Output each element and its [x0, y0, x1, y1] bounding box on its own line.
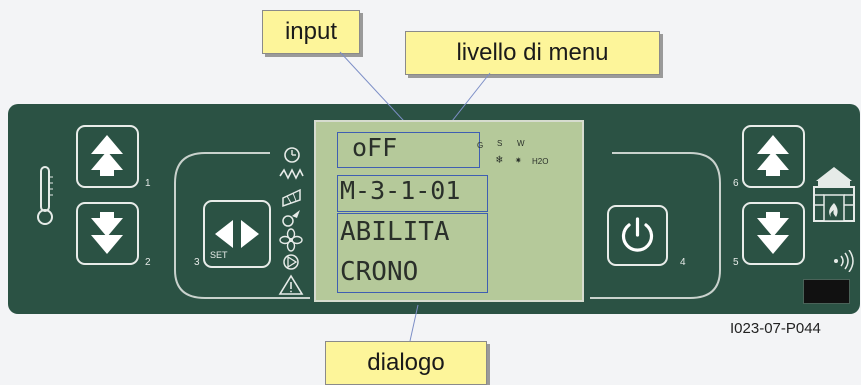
callout-input: input: [262, 10, 360, 54]
button-5-down[interactable]: [742, 202, 805, 265]
warning-icon: [278, 274, 304, 295]
double-down-arrow-icon: [757, 212, 789, 254]
lcd-display: oFF M-3-1-01 ABILITA CRONO G S W ❄ ✷ H2O: [314, 120, 584, 302]
indicator-g: G: [477, 141, 484, 150]
indicator-h2o: H2O: [532, 157, 549, 166]
lcd-line-dialog-2: CRONO: [340, 257, 419, 287]
button-1-number: 1: [145, 178, 151, 189]
dialog-box: [337, 213, 488, 293]
button-1-up[interactable]: [76, 125, 139, 188]
power-icon: [621, 217, 654, 252]
callout-input-text: input: [284, 18, 338, 45]
callout-menu-level: livello di menu: [405, 31, 660, 75]
lcd-line-menu: M-3-1-01: [340, 176, 461, 205]
button-4-number: 4: [680, 257, 686, 268]
snowflake-icon: ❄: [496, 153, 503, 166]
menu-level-box: [337, 175, 488, 212]
lcd-line-dialog-1: ABILITA: [340, 217, 450, 247]
figure-code: I023-07-P044: [730, 320, 821, 337]
double-up-arrow-icon: [91, 135, 123, 176]
igniter-icon: [282, 210, 300, 227]
button-6-number: 6: [733, 178, 739, 189]
button-5-number: 5: [733, 257, 739, 268]
fan-icon: [279, 228, 303, 252]
button-3-set[interactable]: SET: [203, 200, 271, 268]
resistance-icon: [279, 168, 304, 180]
button-2-number: 2: [145, 257, 151, 268]
indicator-s: S: [497, 139, 503, 148]
input-box: [337, 132, 480, 168]
auger-icon: [282, 188, 301, 208]
set-label: SET: [210, 250, 228, 260]
button-2-down[interactable]: [76, 202, 139, 265]
callout-menu-level-text: livello di menu: [456, 39, 609, 66]
button-6-up[interactable]: [742, 125, 805, 188]
callout-dialog-text: dialogo: [367, 349, 445, 376]
fireplace-icon: [813, 167, 855, 222]
status-icons: [278, 146, 304, 298]
receiver-window: [803, 279, 850, 304]
thermometer-icon: [37, 166, 53, 225]
left-right-arrow-icon: [215, 220, 259, 248]
button-3-number: 3: [194, 257, 200, 268]
lcd-line-input: oFF: [352, 133, 398, 162]
double-up-arrow-icon: [757, 135, 789, 176]
sun-icon: ✷: [515, 153, 522, 166]
signal-icon: [834, 250, 854, 272]
pump-icon: [283, 254, 299, 270]
double-down-arrow-icon: [91, 212, 123, 254]
clock-icon: [284, 147, 300, 163]
indicator-w: W: [517, 139, 525, 148]
callout-dialog: dialogo: [325, 341, 487, 385]
button-4-power[interactable]: [607, 205, 668, 266]
